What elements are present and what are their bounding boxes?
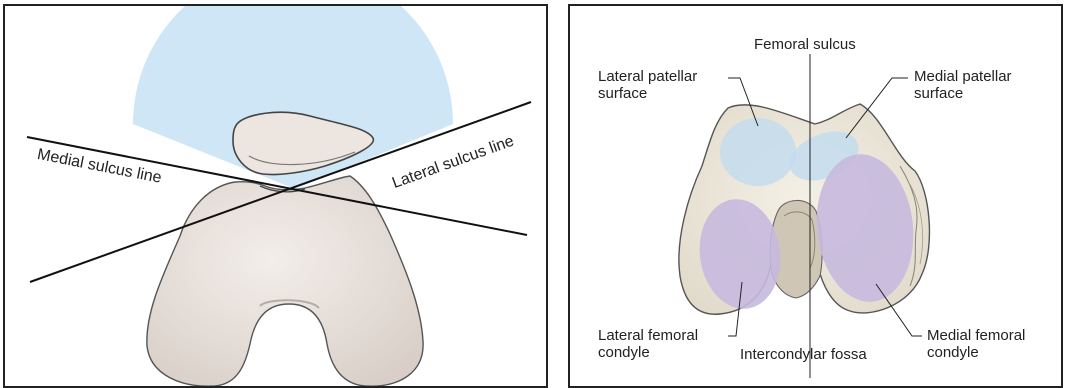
lateral-patellar-surface [720,118,796,186]
medial-femoral-condyle-label-line1: Medial femoral [927,327,1025,344]
medial-femoral-condyle-label: Medial femoral condyle [927,327,1025,361]
left-panel: Medial sulcus line Lateral sulcus line [3,4,548,388]
lateral-femoral-condyle-label: Lateral femoral condyle [598,327,698,361]
intercondylar-fossa-label: Intercondylar fossa [740,346,867,363]
medial-patellar-surface-label-line2: surface [914,85,1012,102]
lateral-femoral-condyle-label-line2: condyle [598,344,698,361]
femoral-sulcus-label: Femoral sulcus [754,36,856,53]
medial-patellar-surface-label: Medial patellar surface [914,68,1012,102]
left-panel-illustration [5,6,546,386]
lateral-femoral-condyle-label-line1: Lateral femoral [598,327,698,344]
medial-femoral-condyle-label-line2: condyle [927,344,1025,361]
lateral-patellar-surface-label-line1: Lateral patellar [598,68,697,85]
right-panel: Femoral sulcus Lateral patellar surface … [568,4,1063,388]
medial-patellar-surface-label-line1: Medial patellar [914,68,1012,85]
lateral-patellar-surface-label-line2: surface [598,85,697,102]
lateral-patellar-surface-label: Lateral patellar surface [598,68,697,102]
